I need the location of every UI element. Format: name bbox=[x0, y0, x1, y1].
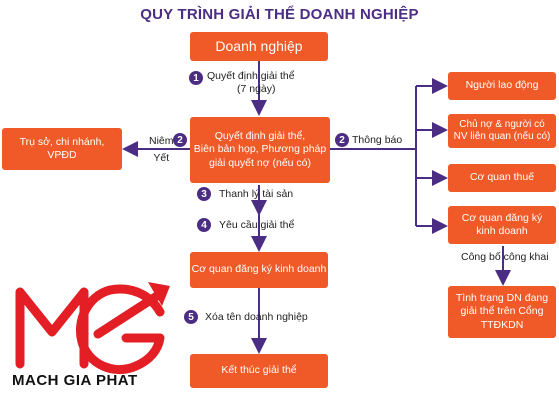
co-quan-dkkd-main-box: Cơ quan đăng ký kinh doanh bbox=[190, 252, 328, 288]
co-quan-dkkd-right-box: Cơ quan đăng ký kinh doanh bbox=[448, 206, 556, 244]
tinh-trang-line-1: Tình trạng DN đang bbox=[455, 292, 549, 305]
step-1-badge: 1 bbox=[189, 71, 203, 85]
tru-so-line-2: VPĐD bbox=[47, 149, 77, 161]
step-2-right-badge: 2 bbox=[335, 133, 349, 147]
quyet-dinh-line-3: giải quyết nợ (nếu có) bbox=[208, 156, 312, 169]
nguoi-lao-dong-label: Người lao động bbox=[465, 79, 539, 92]
step-2-left-label: Niêm Yết bbox=[149, 135, 174, 165]
step-1-label: Quyết định giải thể (7 ngày) bbox=[207, 70, 295, 96]
chu-no-line-2: NV liên quan (nếu có) bbox=[453, 131, 551, 142]
co-quan-thue-label: Cơ quan thuế bbox=[469, 171, 535, 184]
tinh-trang-line-2: giải thể trên Cổng bbox=[460, 305, 544, 318]
co-quan-dkkd-right-line-1: Cơ quan đăng ký bbox=[461, 211, 543, 224]
doanh-nghiep-label: Doanh nghiệp bbox=[215, 37, 303, 54]
chu-no-line-1: Chủ nợ & người có bbox=[459, 118, 545, 130]
logo-text: MACH GIA PHAT bbox=[12, 372, 138, 389]
step-3-badge: 3 bbox=[197, 187, 211, 201]
step-5-label: Xóa tên doanh nghiệp bbox=[205, 311, 308, 323]
step-4-label: Yêu cầu giải thể bbox=[219, 219, 295, 231]
step-2-left-line-1: Niêm bbox=[149, 135, 174, 147]
doanh-nghiep-box: Doanh nghiệp bbox=[190, 32, 328, 61]
quyet-dinh-line-1: Quyết định giải thể, bbox=[214, 130, 306, 143]
chu-no-box: Chủ nợ & người có NV liên quan (nếu có) bbox=[448, 114, 556, 148]
step-1-line-2: (7 ngày) bbox=[237, 83, 276, 96]
mg-logo-icon bbox=[15, 282, 170, 375]
tru-so-line-1: Trụ sở, chi nhánh, bbox=[19, 135, 105, 148]
co-quan-thue-box: Cơ quan thuế bbox=[448, 164, 556, 192]
step-3-label: Thanh lý tài sản bbox=[219, 188, 294, 200]
tinh-trang-box: Tình trạng DN đang giải thể trên Cổng TT… bbox=[448, 286, 556, 338]
tinh-trang-line-3: TTĐKDN bbox=[480, 318, 524, 331]
ket-thuc-box: Kết thúc giải thể bbox=[190, 354, 328, 388]
step-2-right-label: Thông báo bbox=[352, 134, 403, 146]
quyet-dinh-box: Quyết định giải thể, Biên bản họp, Phươn… bbox=[190, 117, 330, 183]
step-4-badge: 4 bbox=[197, 218, 211, 232]
ket-thuc-label: Kết thúc giải thể bbox=[221, 364, 297, 377]
step-5-badge: 5 bbox=[184, 310, 198, 324]
co-quan-dkkd-right-line-2: kinh doanh bbox=[476, 225, 528, 237]
quyet-dinh-line-2: Biên bản họp, Phương pháp bbox=[193, 143, 327, 156]
nguoi-lao-dong-box: Người lao động bbox=[448, 72, 556, 100]
tru-so-box: Trụ sở, chi nhánh, VPĐD bbox=[2, 128, 122, 170]
step-2-left-badge: 2 bbox=[173, 133, 187, 147]
cong-bo-label: Công bố công khai bbox=[461, 251, 549, 263]
diagram-title: QUY TRÌNH GIẢI THỂ DOANH NGHIỆP bbox=[140, 6, 419, 23]
step-2-left-line-2: Yết bbox=[153, 152, 170, 165]
step-1-line-1: Quyết định giải thể bbox=[207, 70, 295, 82]
co-quan-dkkd-main-label: Cơ quan đăng ký kinh doanh bbox=[191, 263, 327, 276]
